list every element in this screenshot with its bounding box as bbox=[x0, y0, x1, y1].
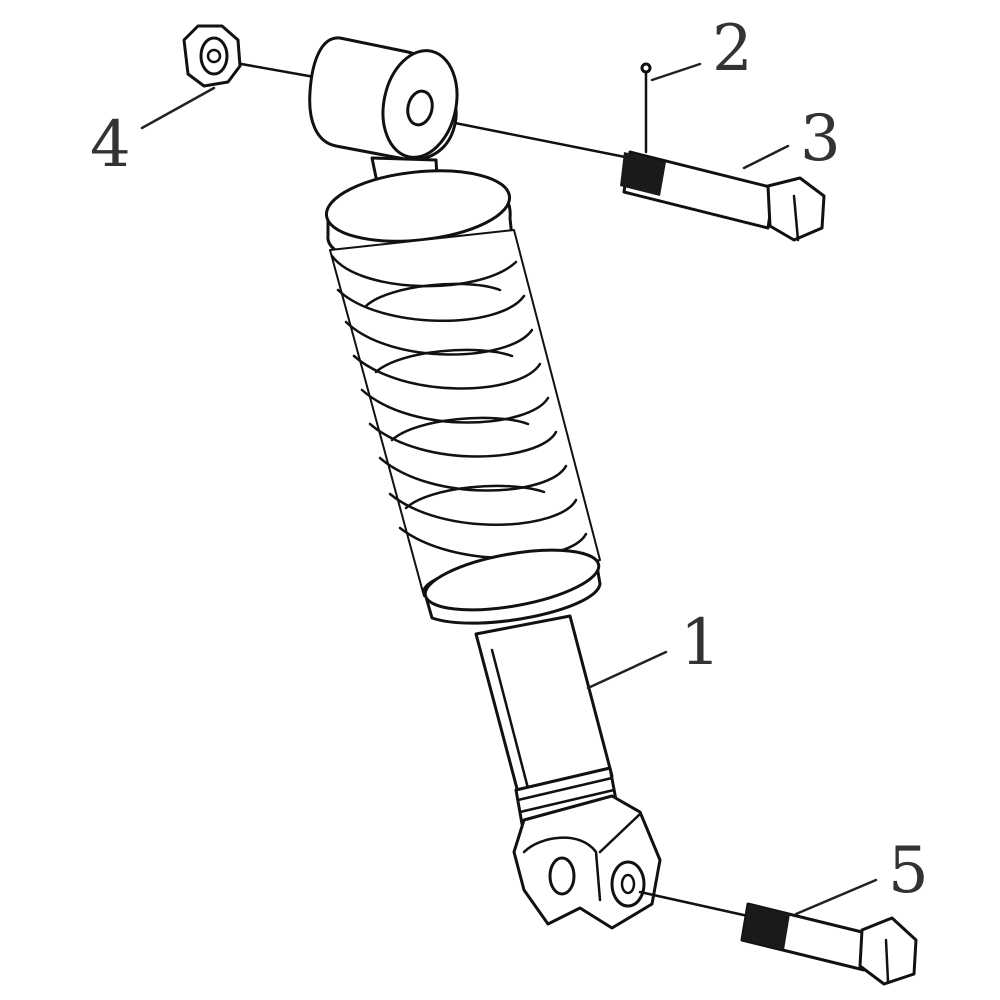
callout-5: 5 bbox=[888, 834, 929, 908]
upper-eye-bushing bbox=[308, 36, 459, 162]
part-4-nut bbox=[182, 24, 242, 88]
part-3-bolt bbox=[620, 150, 826, 242]
callout-3: 3 bbox=[800, 102, 841, 176]
callout-1: 1 bbox=[680, 606, 721, 680]
part-5-bolt bbox=[740, 902, 918, 986]
lower-spring-seat bbox=[422, 548, 602, 625]
leader-4 bbox=[140, 86, 216, 130]
lower-clevis-mount bbox=[512, 794, 662, 930]
upper-mount-axis-left bbox=[228, 60, 322, 80]
callout-4: 4 bbox=[90, 108, 131, 182]
leader-5 bbox=[794, 878, 878, 916]
lower-mount-axis bbox=[638, 890, 750, 918]
callout-2: 2 bbox=[712, 12, 753, 86]
leader-3 bbox=[742, 144, 790, 170]
upper-mount-axis-right bbox=[438, 118, 642, 162]
leader-1 bbox=[586, 650, 668, 690]
leader-2 bbox=[650, 62, 702, 82]
part-2-pin bbox=[640, 62, 652, 154]
coil-spring bbox=[329, 229, 601, 597]
